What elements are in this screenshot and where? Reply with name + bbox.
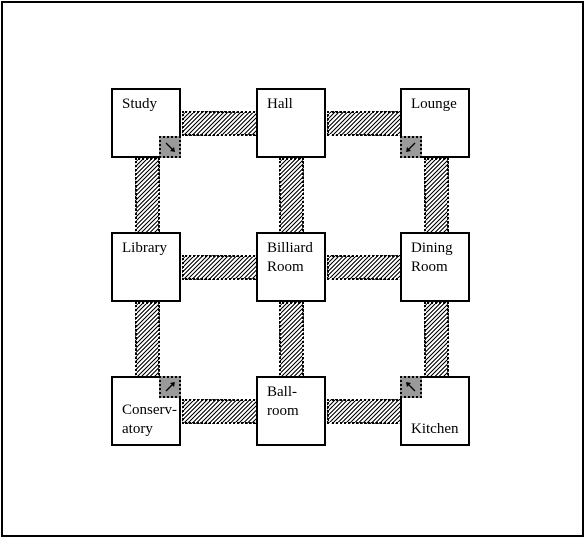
room-label-conservatory: Conserv- atory: [122, 402, 177, 437]
room-label-billiard-room: Billiard Room: [267, 240, 313, 275]
room-hall: Hall: [256, 88, 326, 158]
room-dining-room: Dining Room: [400, 232, 470, 302]
hallway-ballroom-kitchen: [327, 399, 402, 424]
hallway-hall-billiard: [279, 158, 304, 234]
secret-passage-lounge: [400, 136, 422, 158]
secret-passage-conservatory: [159, 376, 181, 398]
room-label-hall: Hall: [267, 96, 293, 112]
room-label-dining-room: Dining Room: [411, 240, 453, 275]
secret-passage-study: [159, 136, 181, 158]
diagonal-arrow-icon: [165, 142, 175, 152]
room-label-kitchen: Kitchen: [411, 421, 459, 437]
hallway-library-billiard: [182, 255, 258, 280]
hallway-dining-kitchen: [424, 302, 449, 378]
secret-passage-kitchen: [400, 376, 422, 398]
hallway-billiard-dining: [327, 255, 402, 280]
room-billiard-room: Billiard Room: [256, 232, 326, 302]
diagonal-arrow-icon: [406, 142, 416, 152]
room-library: Library: [111, 232, 181, 302]
hallway-billiard-ballroom: [279, 302, 304, 378]
diagonal-arrow-icon: [406, 382, 416, 392]
room-conservatory: Conserv- atory: [111, 376, 181, 446]
hallway-conservatory-ballroom: [182, 399, 258, 424]
room-label-lounge: Lounge: [411, 96, 457, 112]
room-ballroom: Ball- room: [256, 376, 326, 446]
room-label-study: Study: [122, 96, 158, 112]
room-study: Study: [111, 88, 181, 158]
diagonal-arrow-icon: [165, 382, 175, 392]
room-label-ballroom: Ball- room: [267, 384, 299, 419]
hallway-study-hall: [182, 111, 258, 136]
room-label-library: Library: [122, 240, 167, 256]
hallway-study-library: [135, 158, 160, 234]
hallway-lounge-dining: [424, 158, 449, 234]
hallway-library-conservatory: [135, 302, 160, 378]
hallway-hall-lounge: [327, 111, 402, 136]
